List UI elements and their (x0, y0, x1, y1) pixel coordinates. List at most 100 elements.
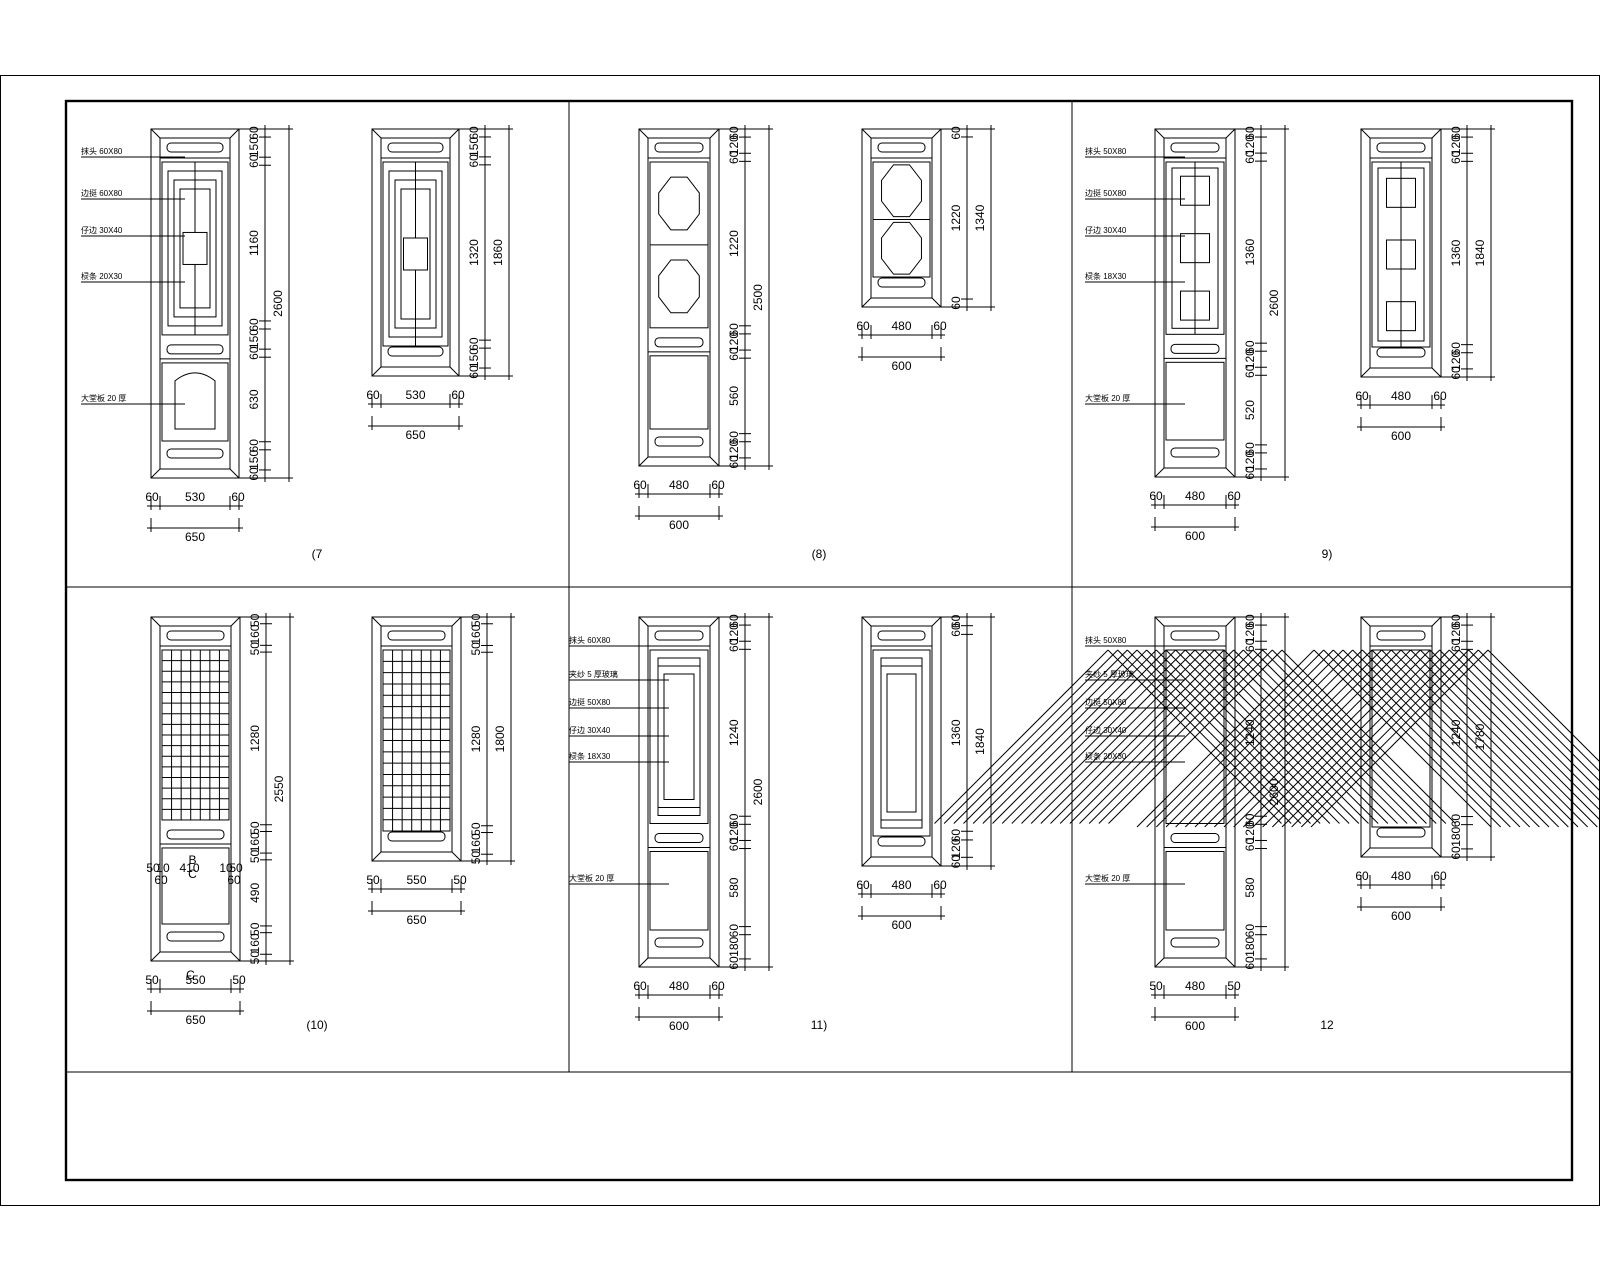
height-dim-label: 60 (727, 455, 741, 469)
height-dim-label: 60 (949, 296, 963, 310)
lattice-diag (1069, 649, 1244, 824)
material-note: 边挺 50X80 (569, 697, 611, 707)
width-dim-label: 60 (1355, 389, 1369, 403)
lattice-diag (1146, 649, 1325, 828)
material-note: 大堂板 20 厚 (81, 393, 126, 403)
lattice-diag (1400, 649, 1579, 828)
frame-corner (861, 297, 872, 308)
bottom-rail-plaque (877, 836, 926, 847)
overall-height-label: 1860 (491, 239, 505, 266)
height-dim-label: 580 (727, 877, 741, 897)
width-dim-label: 480 (1185, 489, 1205, 503)
height-dim-label: 120 (727, 135, 741, 155)
fret-inner (886, 673, 917, 813)
overall-height-label: 1840 (1473, 239, 1487, 266)
lattice-diag (1252, 649, 1431, 828)
width-dim-label: 50 (366, 873, 380, 887)
height-dim-label: 1360 (1243, 238, 1257, 265)
door-outline (371, 128, 460, 377)
lattice-diag (1194, 649, 1373, 828)
width-dim-label: 60 (366, 388, 380, 402)
frame-corner (709, 456, 720, 467)
lattice-square (1386, 239, 1416, 270)
height-dim-label: 180 (1449, 826, 1463, 846)
frame-corner (449, 128, 460, 139)
door-frame-inner (1163, 625, 1227, 959)
height-dim-label: 150 (247, 450, 261, 470)
door-frame-inner (647, 625, 711, 959)
width-dim-label: 530 (405, 388, 425, 402)
lattice-octagon (881, 164, 922, 218)
width-dim-label: 60 (711, 979, 725, 993)
material-note: 棂条 18X30 (1085, 271, 1127, 281)
frame-corner (861, 856, 872, 867)
height-dim-label: 60 (247, 439, 261, 453)
frame-corner (1154, 467, 1165, 478)
overall-width-label: 600 (891, 359, 911, 373)
lattice-diag (1291, 649, 1470, 828)
panel-caption: 11) (811, 1018, 827, 1032)
door-frame-inner (1369, 625, 1433, 849)
door-outline (638, 616, 720, 968)
height-dim-label: 60 (467, 126, 481, 140)
material-note: 大堂板 20 厚 (569, 873, 614, 883)
height-dim-label: 160 (469, 833, 483, 853)
material-note: 棂条 20X30 (81, 271, 123, 281)
frame-corner (709, 128, 720, 139)
bottom-rail-plaque (166, 931, 225, 942)
width-dim-label: 50 (1149, 979, 1163, 993)
height-dim-label: 150 (247, 329, 261, 349)
height-dim-label: 50 (248, 642, 262, 656)
top-rail-plaque (877, 142, 926, 153)
lattice-frame (872, 649, 931, 837)
carved-ruyi-motif (174, 372, 216, 430)
frame-corner (371, 128, 382, 139)
lattice-diag (1313, 649, 1492, 828)
lattice-diag (1419, 649, 1598, 828)
lattice-diag (1136, 649, 1315, 828)
panel-caption: (7 (312, 547, 323, 561)
height-dim-label: 60 (1449, 814, 1463, 828)
lower-panel (1165, 851, 1225, 931)
lattice-diag (934, 649, 1109, 824)
material-note: 夹纱 5 厚玻璃 (569, 669, 618, 679)
door-outline (1154, 128, 1236, 478)
door-outline (861, 128, 942, 308)
lattice-diag (1281, 649, 1456, 824)
width-dim-label: 480 (1185, 979, 1205, 993)
lattice-diag (1448, 649, 1600, 802)
height-dim-label: 60 (1243, 466, 1257, 480)
height-dim-label: 60 (727, 614, 741, 628)
frame-corner (150, 468, 161, 479)
top-rail-plaque (1376, 142, 1426, 153)
height-dim-label: 60 (727, 956, 741, 970)
top-rail-plaque (166, 142, 224, 153)
frame-corner (371, 851, 382, 862)
height-dim-label: 60 (1449, 150, 1463, 164)
height-dim-label: 60 (1449, 342, 1463, 356)
overall-height-label: 1340 (973, 204, 987, 231)
section-marker-b: B (188, 853, 196, 867)
height-dim-label: 120 (1243, 822, 1257, 842)
frame-corner (1360, 367, 1371, 378)
height-dim-label: 1360 (1449, 239, 1463, 266)
door-outline (1154, 616, 1236, 968)
lattice-square (1386, 177, 1416, 208)
panel-caption: (10) (306, 1018, 327, 1032)
width-dim-label: 60 (933, 878, 947, 892)
door-outline (150, 616, 241, 962)
height-dim-label: 1240 (727, 719, 741, 746)
material-note: 夹纱 5 厚玻璃 (1085, 669, 1134, 679)
